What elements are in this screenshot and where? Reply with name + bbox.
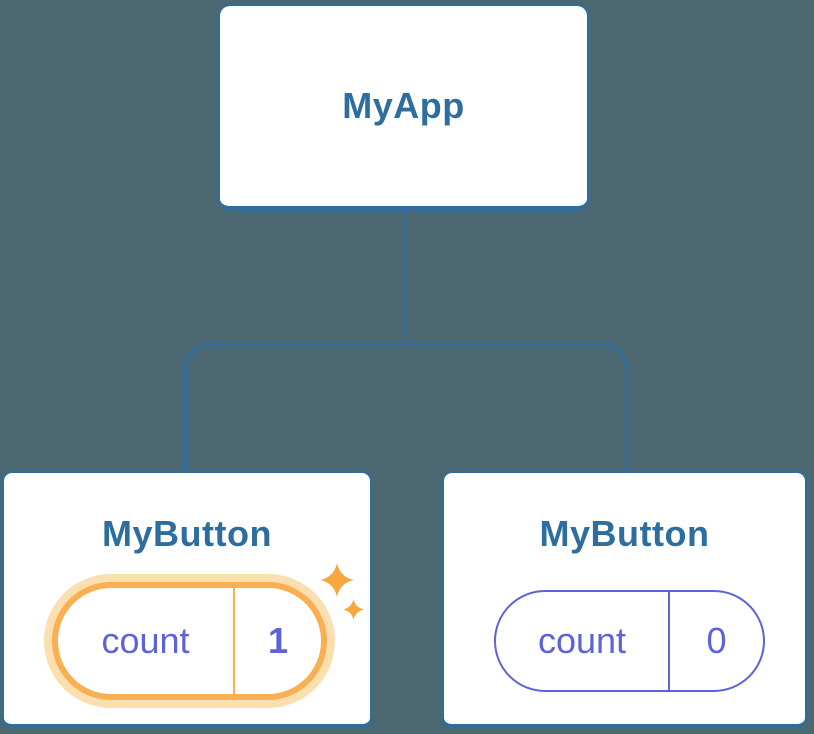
- root-component-name: MyApp: [342, 85, 465, 126]
- pill-divider: [668, 592, 670, 690]
- child-component-name: MyButton: [539, 513, 710, 554]
- child-component-name: MyButton: [102, 513, 272, 554]
- sparkle-icon: [320, 563, 354, 597]
- child-component-card-highlighted: MyButton count 1: [2, 471, 372, 728]
- connector-branch-bracket: [184, 343, 628, 471]
- child-component-card: MyButton count 0: [442, 471, 807, 728]
- root-component-card: MyApp: [218, 4, 589, 211]
- state-key: count: [101, 620, 190, 661]
- state-key: count: [537, 620, 627, 661]
- state-pill-highlighted: count 1: [52, 582, 327, 700]
- state-pill: count 0: [494, 590, 765, 692]
- connector-root-stem: [403, 210, 406, 345]
- state-value: 1: [267, 620, 289, 661]
- sparkle-icon: [343, 599, 364, 620]
- pill-divider: [233, 588, 235, 694]
- state-value: 0: [706, 620, 727, 661]
